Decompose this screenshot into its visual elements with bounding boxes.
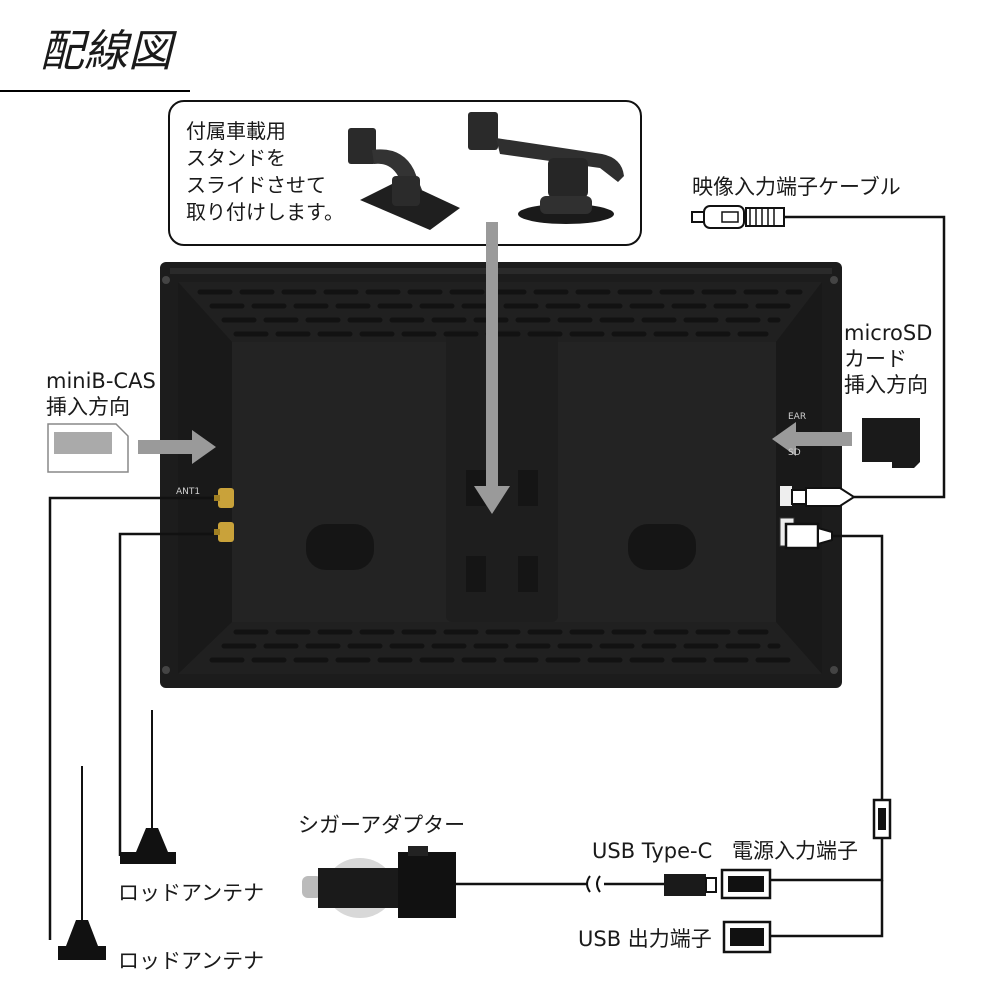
rod-antenna-1-icon [120,710,176,864]
stand-note-line-1: 付属車載用 [186,119,286,143]
minibcas-label: miniB-CAS 挿入方向 [46,368,156,420]
stand-note-text: 付属車載用 スタンドを スライドさせて 取り付けします。 [186,118,344,226]
microsd-label-line-3: 挿入方向 [844,373,928,397]
ant1-connector [214,488,234,508]
minibcas-card-icon [47,423,129,473]
sd-slot-label: SD [788,448,801,458]
diagram-title: 配線図 [40,26,172,77]
power-input-label: 電源入力端子 [732,839,858,863]
usb-typec-plug-icon [664,874,717,896]
cable-break-icon [586,875,601,893]
title-underline [0,90,190,92]
microsd-insert-arrow [772,422,852,456]
stand-note-line-2: スタンドを [186,146,286,170]
ant1-port-label: ANT1 [176,487,201,497]
power-plug-icon [784,522,833,550]
minibcas-insert-arrow [138,430,216,464]
stand-suction-icon [468,112,624,224]
cigar-adapter-label: シガーアダプター [298,813,466,837]
ant2-connector [214,522,234,542]
usb-typec-label: USB Type-C [592,839,713,863]
usb-output-socket-icon [722,920,772,954]
ear-port-label: EAR [788,412,807,422]
stand-note-line-4: 取り付けします。 [186,200,344,224]
minibcas-label-line-2: 挿入方向 [46,395,130,419]
rod-antenna-2-label: ロッドアンテナ [118,949,265,973]
rca-cable-icon [691,205,785,229]
microsd-card-icon [862,418,920,468]
microsd-label-line-1: microSD [844,321,933,345]
minibcas-label-line-1: miniB-CAS [46,369,156,393]
rod-antenna-2-icon [58,766,106,960]
video-cable-label: 映像入力端子ケーブル [692,175,901,199]
power-input-socket-icon [720,868,772,900]
wires [48,215,946,940]
stand-note-line-3: スライドさせて [186,173,326,197]
cigar-adapter-icon [302,846,456,918]
video-jack [780,486,792,506]
stand-clip-icon [348,128,460,230]
video-plug-icon [791,487,856,507]
monitor-back [160,262,842,688]
rod-antenna-1-label: ロッドアンテナ [118,881,265,905]
stand-note-callout [168,100,642,246]
inline-connector-icon [872,798,892,840]
usb-output-label: USB 出力端子 [578,927,712,951]
microsd-label-line-2: カード [844,347,907,371]
microsd-label: microSD カード 挿入方向 [844,320,932,398]
stand-slide-arrow [474,222,510,514]
